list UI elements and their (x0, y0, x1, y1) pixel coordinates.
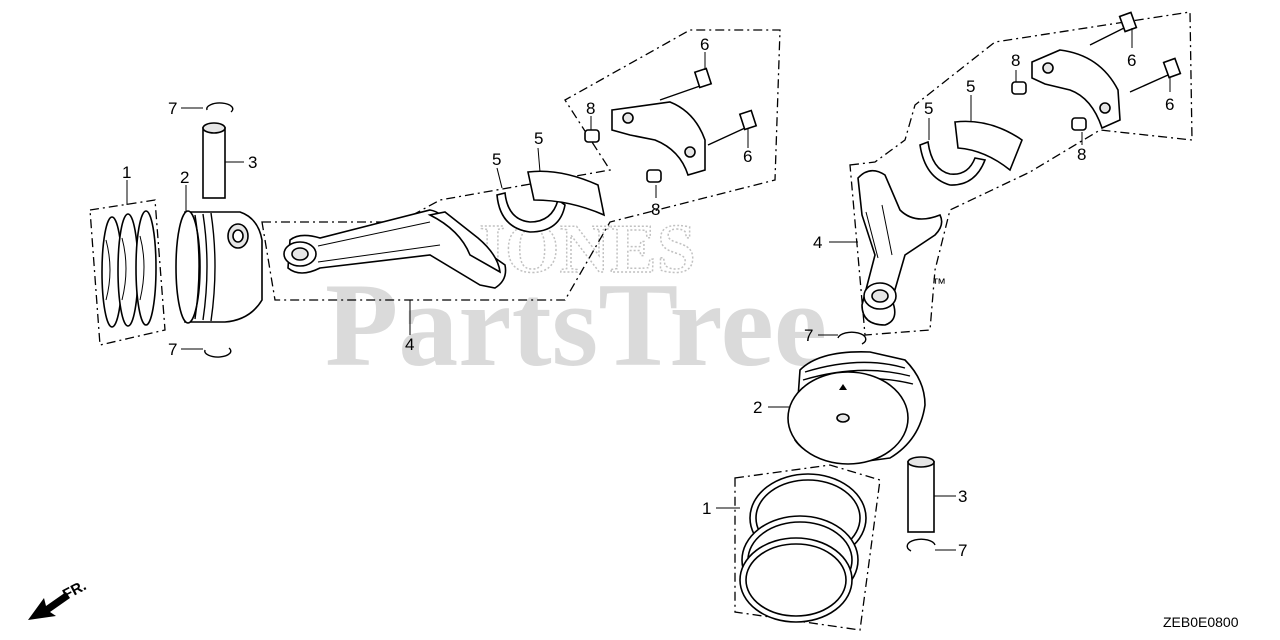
watermark-sub: JONES (470, 211, 696, 288)
callout-bolt-right-lower: 6 (1165, 95, 1174, 114)
right-piston-pin (907, 456, 935, 533)
callout-dowel-pin-right-lower: 8 (1077, 145, 1086, 164)
callout-piston-rings-left: 1 (122, 163, 131, 182)
left-clip-lower (204, 347, 232, 358)
left-rod-box (261, 29, 781, 301)
right-rod-cap (1031, 49, 1121, 130)
callout-bearing-right-upper: 5 (966, 77, 975, 96)
left-bolts (659, 67, 758, 146)
callout-piston-pin-right: 3 (958, 487, 967, 506)
left-connecting-rod (283, 209, 507, 289)
callout-piston-left: 2 (180, 168, 189, 187)
right-bolts (1089, 11, 1182, 93)
watermark: JONES PartsTree ™ (325, 210, 946, 391)
right-bearings (919, 120, 1023, 186)
left-dowel-pins (584, 129, 662, 183)
left-bearings (496, 170, 606, 233)
callout-piston-pin-left: 3 (248, 153, 257, 172)
callout-piston-rings-right: 1 (702, 499, 711, 518)
callout-dowel-pin-left-lower: 8 (651, 200, 660, 219)
watermark-main: PartsTree (325, 258, 827, 391)
left-clip-upper (206, 102, 234, 113)
watermark-trademark: ™ (932, 275, 946, 291)
callout-dowel-pin-right-upper: 8 (1011, 51, 1020, 70)
callout-pin-clip-left-lower: 7 (168, 340, 177, 359)
callout-bearing-left-lower: 5 (492, 150, 501, 169)
callout-pin-clip-right-lower: 7 (958, 541, 967, 560)
right-piston (787, 351, 926, 465)
callout-labels: 1 2 7 3 7 4 5 5 8 8 6 6 4 5 5 8 8 6 6 7 … (122, 35, 1174, 560)
callout-bearing-right-lower: 5 (924, 99, 933, 118)
right-connecting-rod (857, 169, 943, 326)
left-piston-pin (202, 122, 226, 199)
callout-piston-right: 2 (753, 398, 762, 417)
right-clip-lower (906, 538, 936, 552)
callout-pin-clip-right-upper: 7 (804, 326, 813, 345)
callout-connecting-rod-right: 4 (813, 233, 822, 252)
front-direction-arrow: FR. (28, 577, 89, 620)
right-rod-box (849, 11, 1193, 336)
right-piston-rings (739, 473, 867, 623)
callout-bearing-left-upper: 5 (534, 129, 543, 148)
right-dowel-pins (1011, 81, 1087, 131)
callout-bolt-left-upper: 6 (700, 35, 709, 54)
leader-lines (126, 28, 1171, 551)
callout-connecting-rod-left: 4 (405, 335, 414, 354)
callout-pin-clip-left-upper: 7 (168, 99, 177, 118)
callout-bolt-left-lower: 6 (743, 147, 752, 166)
left-piston-rings (101, 210, 157, 328)
diagram-code: ZEB0E0800 (1163, 614, 1239, 630)
callout-dowel-pin-left-upper: 8 (586, 99, 595, 118)
right-clip-upper (837, 331, 867, 345)
callout-bolt-right-upper: 6 (1127, 51, 1136, 70)
left-piston (175, 210, 263, 324)
left-rod-cap (611, 101, 706, 176)
right-rings-box (734, 464, 881, 631)
left-rings-box (89, 199, 166, 346)
